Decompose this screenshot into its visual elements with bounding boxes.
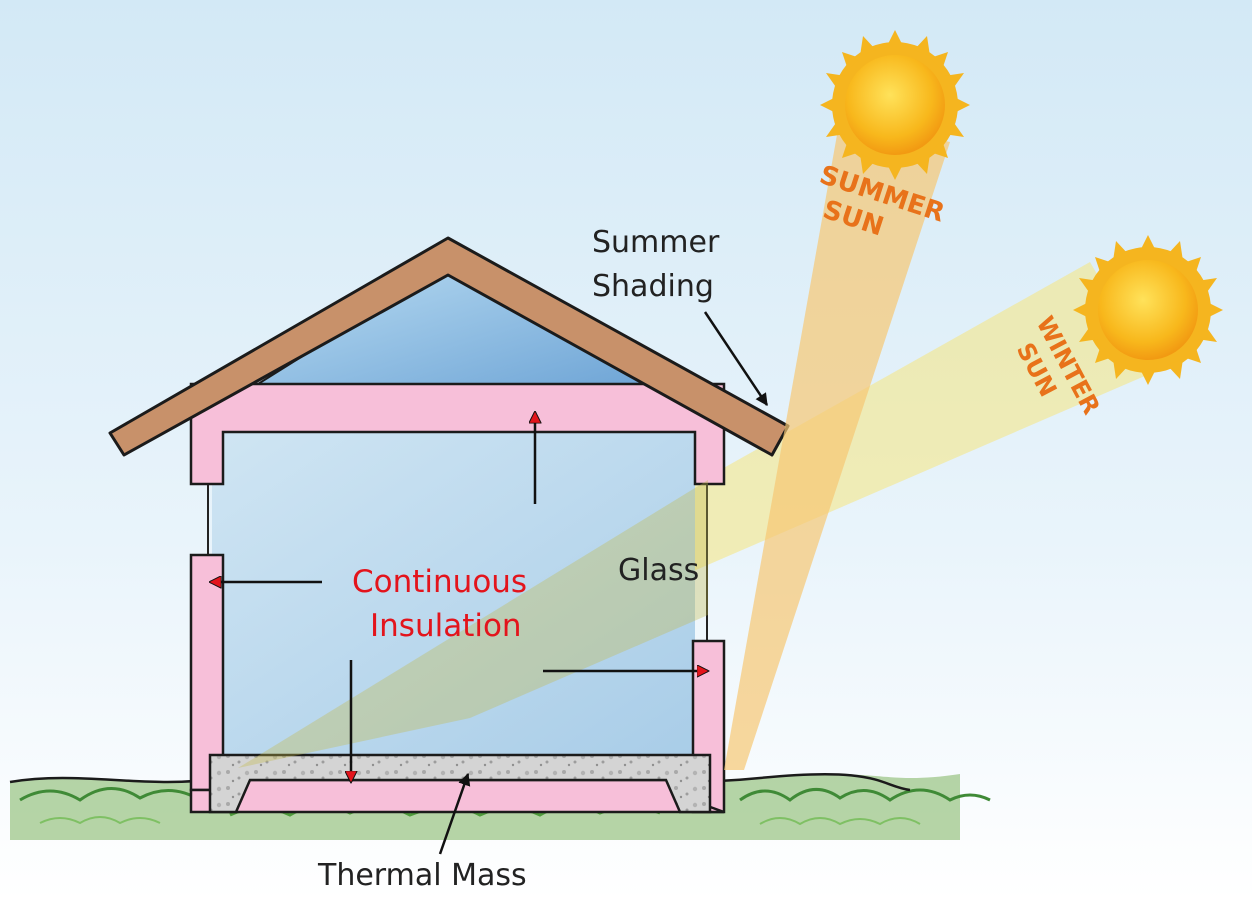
continuous-insulation-label-1: Continuous — [352, 564, 527, 600]
winter-beam-interior — [238, 480, 708, 768]
winter-sun-icon — [1073, 235, 1223, 385]
thermal-mass-leader — [438, 772, 471, 855]
glass-label: Glass — [618, 553, 699, 588]
summer-shading-leader — [703, 311, 769, 407]
summer-shading-label-2: Shading — [592, 269, 714, 304]
continuous-insulation-label-2: Insulation — [370, 608, 522, 644]
thermal-mass-slab — [208, 753, 712, 814]
room-interior — [212, 432, 695, 754]
insulation-arrows — [210, 412, 708, 782]
summer-sun-beam — [724, 118, 950, 770]
summer-sun-icon — [820, 30, 970, 180]
summer-shading-label-1: Summer — [592, 225, 720, 260]
thermal-mass-label: Thermal Mass — [317, 858, 527, 893]
